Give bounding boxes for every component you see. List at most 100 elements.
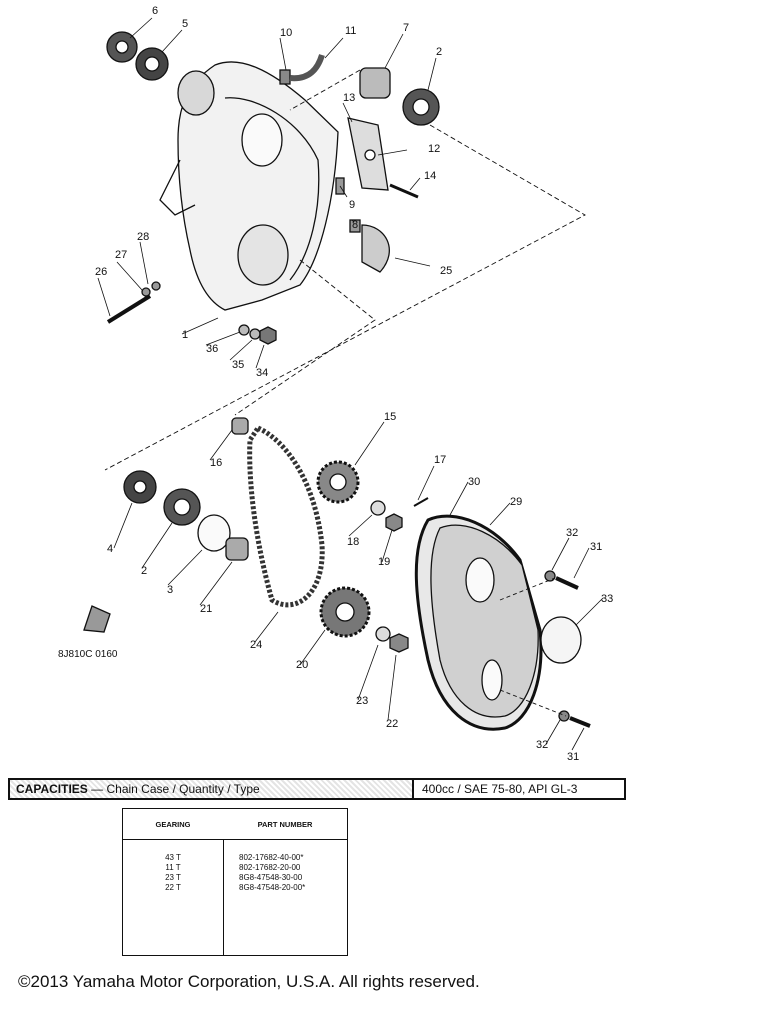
- part-6-seal-center: [115, 40, 129, 54]
- gearing-cell: 22 T: [165, 882, 181, 892]
- callout-14: 14: [424, 170, 436, 182]
- callout-35: 35: [232, 359, 244, 371]
- front-direction-icon: [83, 605, 111, 633]
- callout-20: 20: [296, 659, 308, 671]
- part-31-bolt-upper: [555, 576, 579, 590]
- callout-5: 5: [182, 18, 188, 30]
- part-18-washer: [370, 500, 386, 516]
- callout-2: 2: [141, 565, 147, 577]
- callout-23: 23: [356, 695, 368, 707]
- callout-6: 6: [152, 5, 158, 17]
- part-21-collar: [225, 537, 249, 561]
- part-16-collar: [231, 417, 249, 435]
- header-gearing: GEARING: [155, 819, 191, 829]
- capacities-description: — Chain Case / Quantity / Type: [91, 782, 260, 796]
- callout-25: 25: [440, 265, 452, 277]
- part-2-bearing-center: [412, 98, 430, 116]
- part-14-bolt: [389, 183, 419, 199]
- callout-29: 29: [510, 496, 522, 508]
- part-11-hose: [289, 54, 325, 82]
- callout-18: 18: [347, 536, 359, 548]
- housing-hub: [177, 70, 215, 116]
- capacities-value: 400cc / SAE 75-80, API GL-3: [422, 782, 578, 796]
- callout-7: 7: [403, 22, 409, 34]
- part-33-cap: [540, 616, 582, 664]
- gearing-cell: 43 T: [165, 852, 181, 862]
- part-4-bearing-center: [133, 480, 147, 494]
- callout-4: 4: [107, 543, 113, 555]
- chain-case-housing: [177, 61, 339, 311]
- callout-30: 30: [468, 476, 480, 488]
- callout-26: 26: [95, 266, 107, 278]
- capacities-value-cell: 400cc / SAE 75-80, API GL-3: [414, 780, 624, 798]
- callout-24: 24: [250, 639, 262, 651]
- gearing-table-body: 43 T 802-17682-40-00* 11 T 802-17682-20-…: [123, 840, 347, 892]
- table-row: 11 T 802-17682-20-00: [123, 862, 347, 872]
- part-15-hub: [329, 473, 347, 491]
- cover-slot-lower: [481, 659, 503, 701]
- callout-21: 21: [200, 603, 212, 615]
- callout-34: 34: [256, 367, 268, 379]
- leader-lines: [97, 17, 604, 751]
- header-part-number: PART NUMBER: [257, 819, 313, 829]
- callout-16: 16: [210, 457, 222, 469]
- callout-15: 15: [384, 411, 396, 423]
- part-32-washer-upper: [544, 570, 556, 582]
- part-36-washer: [238, 324, 250, 336]
- table-divider: [223, 839, 224, 955]
- figure-code: 8J810C 0160: [58, 649, 118, 660]
- cover-slot-upper: [465, 557, 495, 603]
- part-5-bearing-center: [144, 56, 160, 72]
- part-19-nut: [385, 513, 403, 532]
- part-32-washer-lower: [558, 710, 570, 722]
- callout-31: 31: [567, 751, 579, 763]
- callout-12: 12: [428, 143, 440, 155]
- gearing-cell: 11 T: [165, 862, 181, 872]
- housing-mount-ear: [159, 159, 196, 216]
- part-10-breather: [279, 69, 291, 85]
- part-20-hub: [335, 602, 355, 622]
- part-23-washer: [375, 626, 391, 642]
- part-28-washer: [151, 281, 161, 291]
- callout-27: 27: [115, 249, 127, 261]
- part-31-bolt-lower: [569, 716, 591, 728]
- table-row: 43 T 802-17682-40-00*: [123, 852, 347, 862]
- callout-3: 3: [167, 584, 173, 596]
- part-25-adjuster: [361, 224, 390, 273]
- part-7-collar: [359, 67, 391, 99]
- callout-10: 10: [280, 27, 292, 39]
- callout-31: 31: [590, 541, 602, 553]
- part-17-pin: [413, 497, 429, 507]
- table-row: 23 T 8G8-47548-30-00: [123, 872, 347, 882]
- callout-28: 28: [137, 231, 149, 243]
- callout-2: 2: [436, 46, 442, 58]
- part-12-hole: [364, 149, 376, 161]
- callout-32: 32: [536, 739, 548, 751]
- part-29-cover: [430, 524, 539, 718]
- housing-inner-rim: [224, 97, 320, 281]
- callout-22: 22: [386, 718, 398, 730]
- part-22-nut: [389, 633, 409, 653]
- part-number-cell: 802-17682-20-00: [239, 862, 301, 872]
- part-27-washer: [141, 287, 151, 297]
- housing-bore-upper: [241, 113, 283, 167]
- part-number-cell: 802-17682-40-00*: [239, 852, 304, 862]
- part-number-cell: 8G8-47548-20-00*: [239, 882, 306, 892]
- callout-11: 11: [345, 25, 356, 37]
- callout-17: 17: [434, 454, 446, 466]
- callout-32: 32: [566, 527, 578, 539]
- capacities-bar: CAPACITIES — Chain Case / Quantity / Typ…: [8, 778, 626, 800]
- part-2b-bearing-center: [173, 498, 191, 516]
- part-24-chain: [247, 424, 325, 608]
- alignment-lines: [104, 69, 586, 471]
- callout-33: 33: [601, 593, 613, 605]
- callout-19: 19: [378, 556, 390, 568]
- housing-bore-lower: [237, 224, 289, 286]
- part-number-cell: 8G8-47548-30-00: [239, 872, 303, 882]
- cover-dashed-lines: [499, 577, 567, 717]
- capacities-label-cell: CAPACITIES — Chain Case / Quantity / Typ…: [10, 780, 414, 798]
- callout-9: 9: [349, 199, 355, 211]
- callout-13: 13: [343, 92, 355, 104]
- gearing-table: GEARING PART NUMBER 43 T 802-17682-40-00…: [122, 808, 348, 956]
